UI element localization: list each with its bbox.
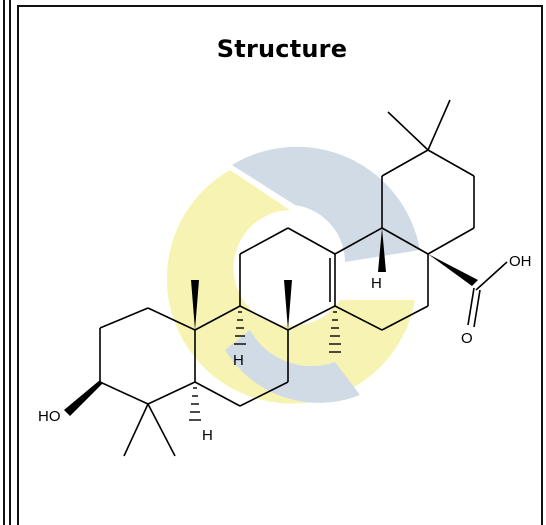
wedge-bond-c10 <box>191 280 199 330</box>
wedge-bond-c17 <box>428 254 478 286</box>
structure-panel: Structure <box>17 5 543 525</box>
wedge-bond-c18 <box>378 228 386 272</box>
left-border-line <box>3 0 5 525</box>
panel-title: Structure <box>216 35 348 63</box>
left-border-line-inner <box>9 0 11 525</box>
carbonyl-oxygen-label: O <box>461 330 473 347</box>
hashed-bonds <box>189 311 341 421</box>
watermark-blue-lower <box>225 330 360 403</box>
stereo-bonds <box>64 228 478 416</box>
hydrogen-label-c9: H <box>233 352 244 369</box>
watermark-yellow-shape <box>166 170 415 404</box>
hydrogen-label-c18: H <box>371 275 382 292</box>
carboxyl-oh-label: OH <box>509 253 532 270</box>
bond-lines <box>99 99 508 457</box>
wedge-bond-c8 <box>284 280 292 330</box>
hydrogen-label-c5: H <box>202 427 213 444</box>
hydroxyl-label: HO <box>38 408 61 425</box>
